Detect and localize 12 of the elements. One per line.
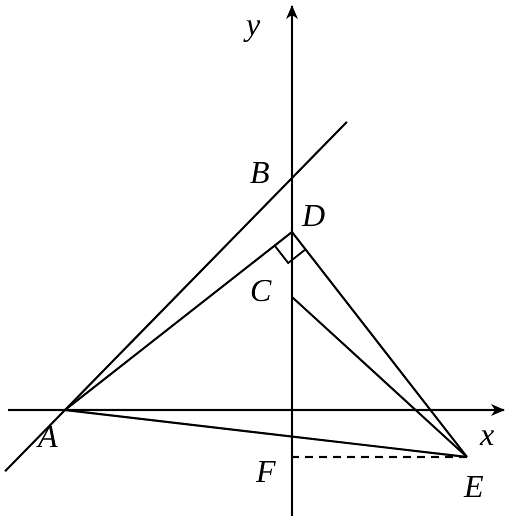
point-label: E: [464, 455, 488, 502]
point-label: C: [250, 274, 294, 306]
axis-label: x: [480, 418, 494, 450]
line-segment: [291, 231, 468, 458]
point-label: D: [290, 199, 326, 234]
line-segment: [64, 231, 293, 411]
line-segment: [64, 177, 293, 411]
point-label: B: [250, 156, 294, 188]
line-segment: [291, 296, 468, 458]
dashed-line: [292, 456, 467, 458]
point-label: F: [256, 455, 294, 487]
point-label: A: [38, 408, 67, 452]
